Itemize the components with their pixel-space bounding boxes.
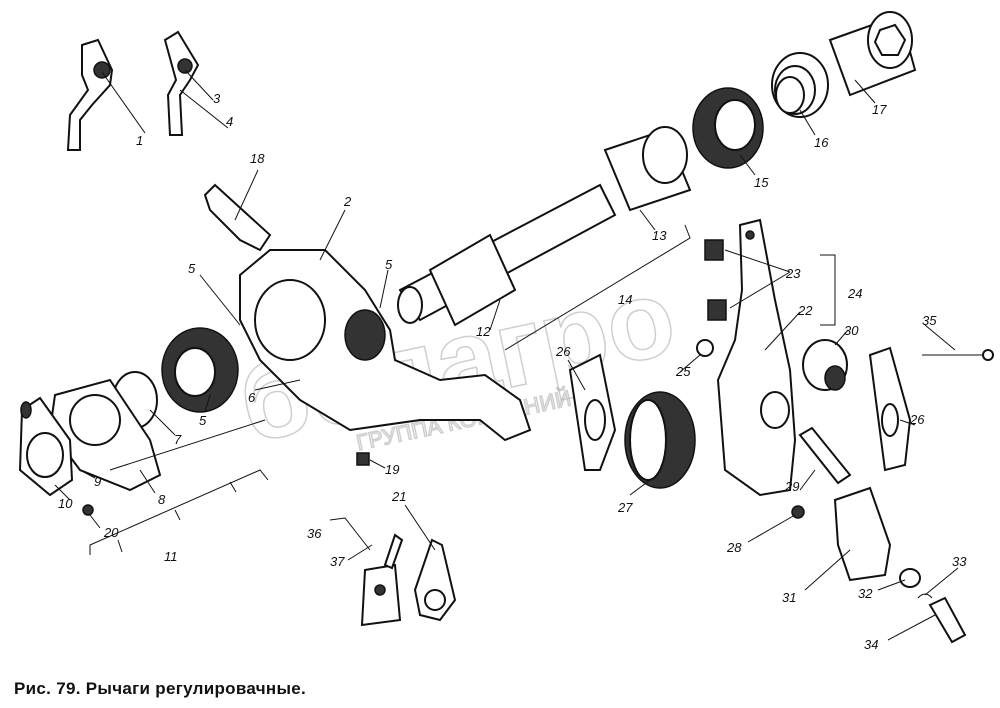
part-lever-hole: [254, 279, 326, 361]
label-25: 25: [675, 364, 691, 379]
label-4: 4: [226, 114, 233, 129]
label-35: 35: [922, 313, 937, 328]
label-33: 33: [952, 554, 967, 569]
label-13: 13: [652, 228, 667, 243]
label-26a: 26: [555, 344, 571, 359]
label-22: 22: [797, 303, 813, 318]
label-20: 20: [103, 525, 119, 540]
part-washer-26-right: [868, 346, 912, 472]
label-31: 31: [782, 590, 796, 605]
label-5c: 5: [199, 413, 207, 428]
label-26b: 26: [909, 412, 925, 427]
label-6: 6: [248, 390, 256, 405]
label-15: 15: [754, 175, 769, 190]
part-bolt-19: [356, 452, 370, 466]
label-7: 7: [174, 432, 182, 447]
part-worm-12: [397, 183, 617, 327]
label-5b: 5: [385, 257, 393, 272]
part-adjusting-lever-22: [716, 218, 797, 497]
label-14: 14: [618, 292, 632, 307]
label-10: 10: [58, 496, 73, 511]
part-bolt-34: [928, 596, 967, 644]
label-36: 36: [307, 526, 322, 541]
label-16: 16: [814, 135, 829, 150]
label-24: 24: [847, 286, 862, 301]
part-flange-10: [18, 396, 74, 497]
label-28: 28: [726, 540, 742, 555]
label-2: 2: [343, 194, 352, 209]
label-27: 27: [617, 500, 633, 515]
label-17: 17: [872, 102, 887, 117]
part-worm-bore: [344, 309, 386, 361]
part-sleeve-end: [642, 126, 688, 184]
part-labels: 1 3 4 18 2 5 5 5 6 7 8 9 10 20 11 12 13 …: [58, 91, 967, 652]
part-gear-15: [692, 87, 764, 169]
label-32: 32: [858, 586, 873, 601]
part-pin-35: [922, 349, 994, 361]
part-spring-washer-33: [917, 593, 933, 599]
part-lever-37: [360, 533, 404, 627]
part-washer-32: [899, 568, 921, 588]
part-spring-30: [802, 339, 848, 391]
part-key-18: [203, 183, 272, 252]
figure-caption: Рис. 79. Рычаги регулировачные.: [14, 679, 307, 698]
part-spring-16: [771, 52, 829, 118]
part-plate-31: [833, 486, 892, 582]
label-5a: 5: [188, 261, 196, 276]
label-37: 37: [330, 554, 345, 569]
part-lever-21: [413, 538, 457, 622]
label-21: 21: [391, 489, 406, 504]
label-34: 34: [864, 637, 878, 652]
part-worm-pin-29: [798, 426, 852, 485]
label-29: 29: [784, 479, 799, 494]
label-11: 11: [164, 549, 178, 564]
part-gear-27: [624, 391, 696, 489]
part-gear-left: [161, 327, 239, 413]
part-cover-hole: [69, 394, 121, 446]
part-lever-3: [163, 30, 200, 136]
label-8: 8: [158, 492, 166, 507]
label-3: 3: [213, 91, 221, 106]
label-1: 1: [136, 133, 143, 148]
label-18: 18: [250, 151, 265, 166]
part-cap-17: [828, 11, 917, 97]
label-19: 19: [385, 462, 399, 477]
part-lever-1: [66, 38, 114, 151]
leader-lines: [54, 69, 959, 641]
label-30: 30: [844, 323, 859, 338]
part-plug-25: [696, 339, 714, 357]
label-12: 12: [476, 324, 491, 339]
part-bolt-20: [82, 504, 94, 516]
part-bushings-23: [704, 239, 727, 321]
label-23: 23: [785, 266, 801, 281]
label-9: 9: [94, 474, 101, 489]
